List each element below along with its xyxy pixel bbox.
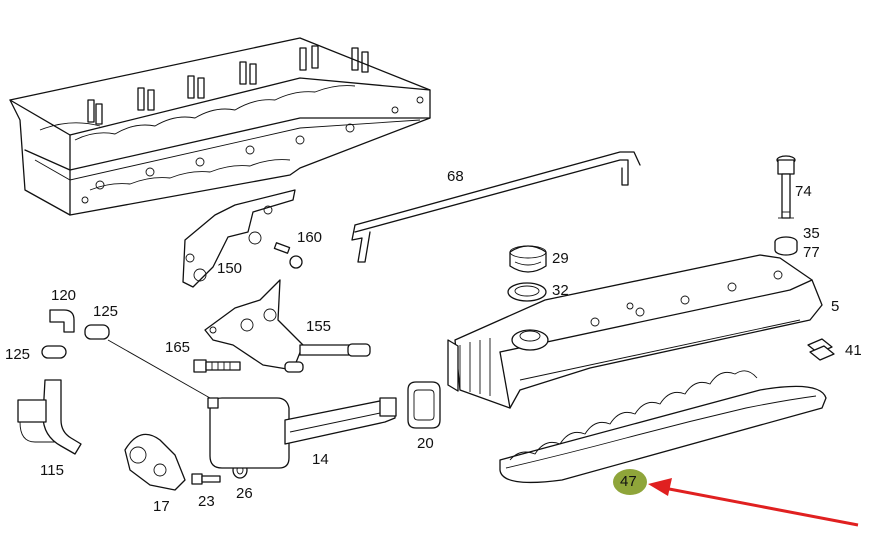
seal-ring-32-drawing (507, 282, 547, 302)
label-part-32[interactable]: 32 (552, 282, 569, 299)
valve-cover-5-drawing (447, 254, 823, 409)
rail-68-drawing (351, 151, 641, 263)
plate-17-drawing (124, 433, 186, 491)
red-pointer-arrow (648, 478, 859, 527)
label-part-47[interactable]: 47 (620, 473, 637, 490)
grommet-35-drawing (774, 236, 798, 256)
bracket-155-drawing (204, 279, 371, 373)
clamp-125b-drawing (41, 345, 67, 359)
gasket-20-drawing (407, 381, 441, 429)
bolt-74-drawing (776, 155, 796, 219)
label-part-77[interactable]: 77 (803, 244, 820, 261)
label-part-26[interactable]: 26 (236, 485, 253, 502)
label-part-68[interactable]: 68 (447, 168, 464, 185)
label-part-5[interactable]: 5 (831, 298, 840, 315)
label-part-155[interactable]: 155 (306, 318, 332, 335)
screw-160-drawing (273, 242, 303, 269)
bracket-150-drawing (182, 189, 296, 288)
highlight-47-marker (613, 469, 647, 495)
elbow-120-drawing (49, 309, 75, 333)
screw-23-drawing (191, 473, 221, 485)
pipe-115-drawing (17, 379, 82, 455)
label-part-23[interactable]: 23 (198, 493, 215, 510)
label-part-125-lower[interactable]: 125 (5, 346, 31, 363)
clamp-125a-drawing (84, 324, 110, 340)
label-part-160[interactable]: 160 (297, 229, 323, 246)
bolt-165-drawing (193, 359, 241, 373)
label-part-115[interactable]: 115 (40, 462, 64, 479)
housing-14-drawing (207, 397, 397, 469)
label-part-17[interactable]: 17 (153, 498, 170, 515)
label-part-74[interactable]: 74 (795, 183, 812, 200)
gasket-47-drawing (499, 370, 827, 484)
label-part-165[interactable]: 165 (165, 339, 191, 356)
label-part-41[interactable]: 41 (845, 342, 862, 359)
label-part-150[interactable]: 150 (217, 260, 243, 277)
label-part-29[interactable]: 29 (552, 250, 569, 267)
oil-cap-29-drawing (509, 245, 547, 273)
leader-line (107, 339, 211, 399)
cylinder-head-drawing (9, 37, 431, 216)
label-part-35[interactable]: 35 (803, 225, 820, 242)
clip-41-drawing (807, 338, 835, 361)
label-part-125-upper[interactable]: 125 (93, 303, 119, 320)
label-part-14[interactable]: 14 (312, 451, 329, 468)
label-part-20[interactable]: 20 (417, 435, 434, 452)
label-part-120[interactable]: 120 (51, 287, 77, 304)
